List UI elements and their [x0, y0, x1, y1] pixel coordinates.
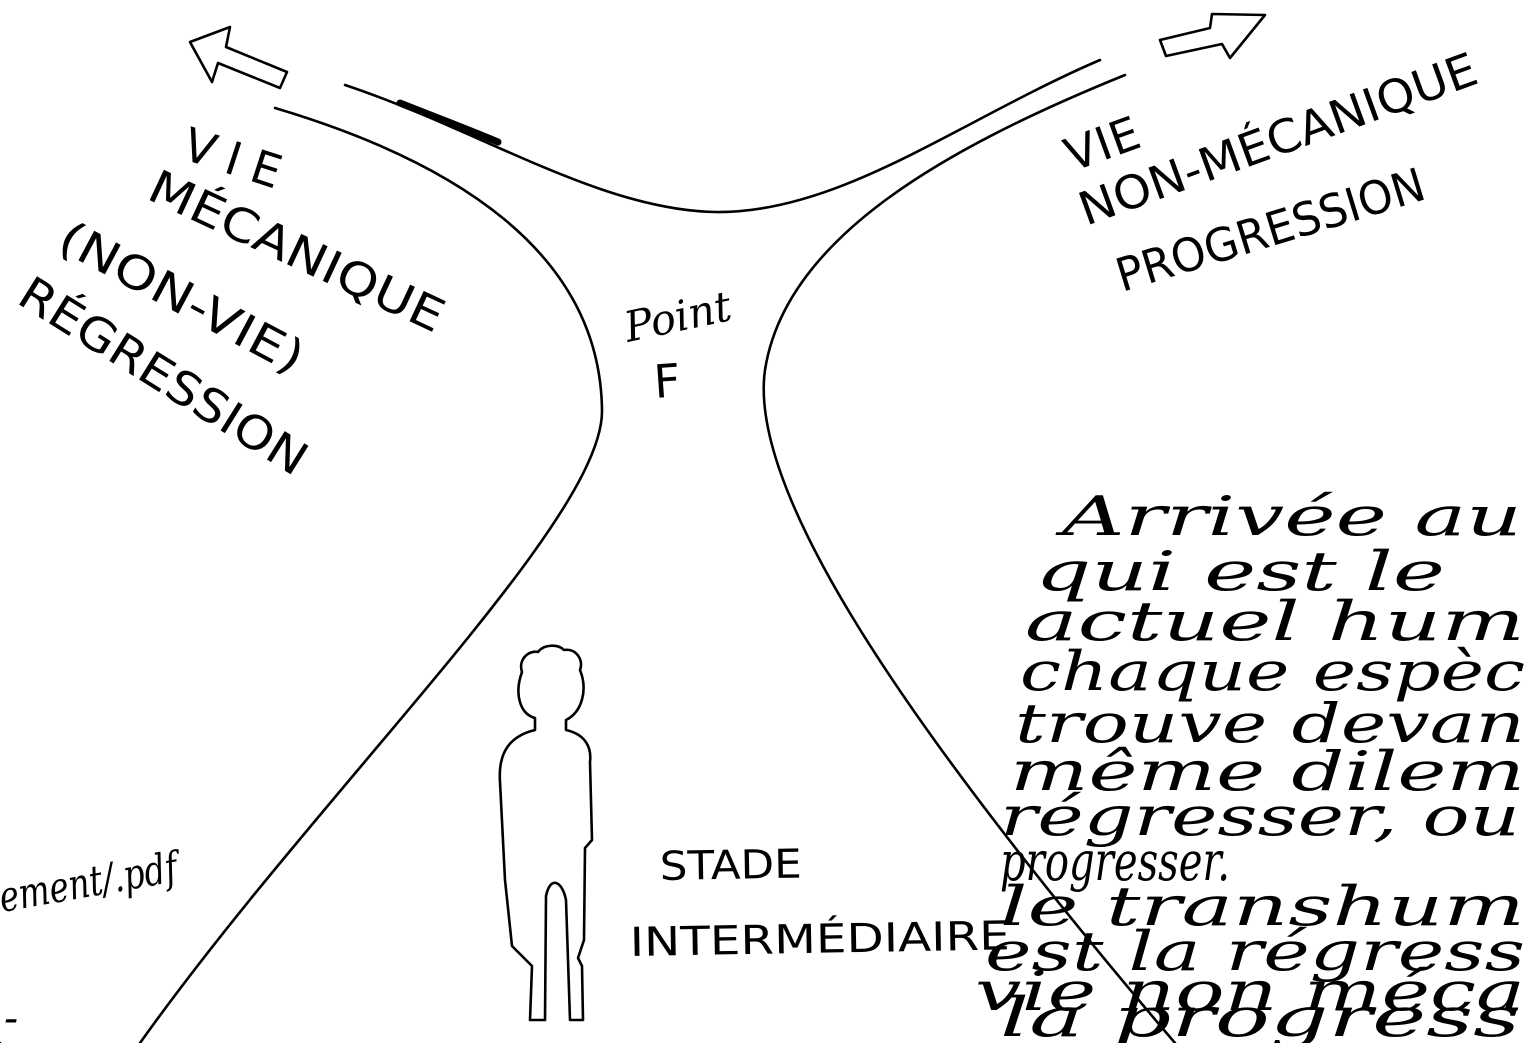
note-line: la progress — [1000, 986, 1520, 1043]
stage-line-intermediaire: INTERMÉDIAIRE — [629, 911, 1010, 966]
fork-point-letter: F — [652, 353, 682, 409]
note-line: Arrivée au — [1054, 485, 1522, 548]
stage-line-stade: STADE — [659, 842, 802, 890]
margin-note: Arrivée au qui est le actuel hum chaque … — [975, 485, 1525, 1043]
corner-note-line: - — [4, 993, 18, 1042]
